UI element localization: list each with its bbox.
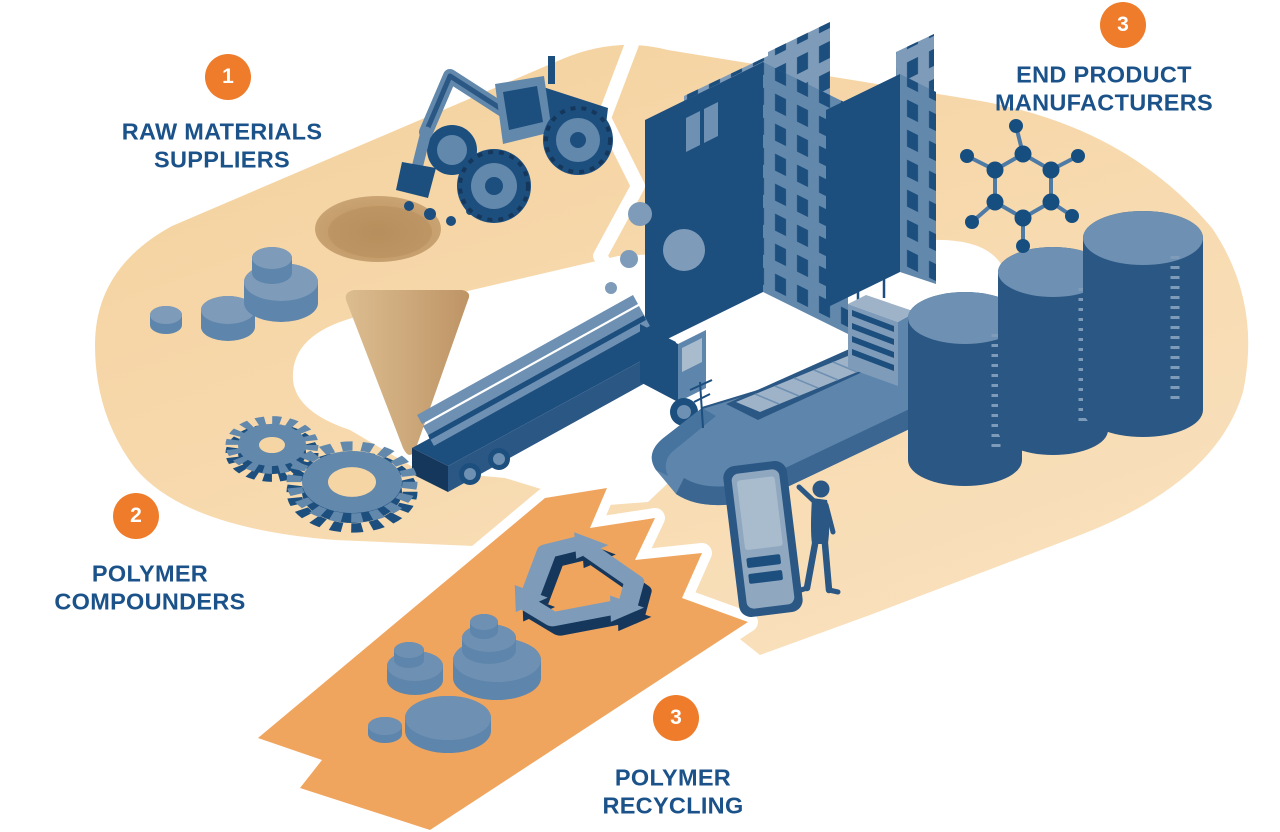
molecule-icon xyxy=(960,119,1085,253)
person-icon xyxy=(795,480,841,595)
step-2-label: POLYMER COMPOUNDERS xyxy=(54,560,246,614)
step-4-badge: 3 xyxy=(653,695,699,741)
mining-pit-icon xyxy=(315,196,441,262)
truck-icon xyxy=(412,295,706,492)
step-3-label: END PRODUCT MANUFACTURERS xyxy=(994,61,1213,115)
cargo-ship-icon xyxy=(651,244,920,506)
excavator-icon xyxy=(396,56,613,226)
step-3-badge: 3 xyxy=(1100,2,1146,48)
smartphone-icon xyxy=(723,461,803,617)
recycled-discs-icon xyxy=(368,614,541,753)
step-1-badge: 1 xyxy=(205,54,251,100)
gears-icon xyxy=(225,416,418,533)
storage-tanks-icon xyxy=(908,211,1203,486)
step-2-badge: 2 xyxy=(113,493,159,539)
step-4-label: POLYMER RECYCLING xyxy=(602,764,744,818)
recycling-arrows-icon xyxy=(514,532,652,636)
segment-break-zigzag xyxy=(593,37,645,285)
step-1-label: RAW MATERIALS SUPPLIERS xyxy=(121,118,323,172)
funnel-icon xyxy=(345,290,470,455)
raw-material-discs-icon xyxy=(150,247,318,341)
steam-dots-icon xyxy=(605,202,705,294)
